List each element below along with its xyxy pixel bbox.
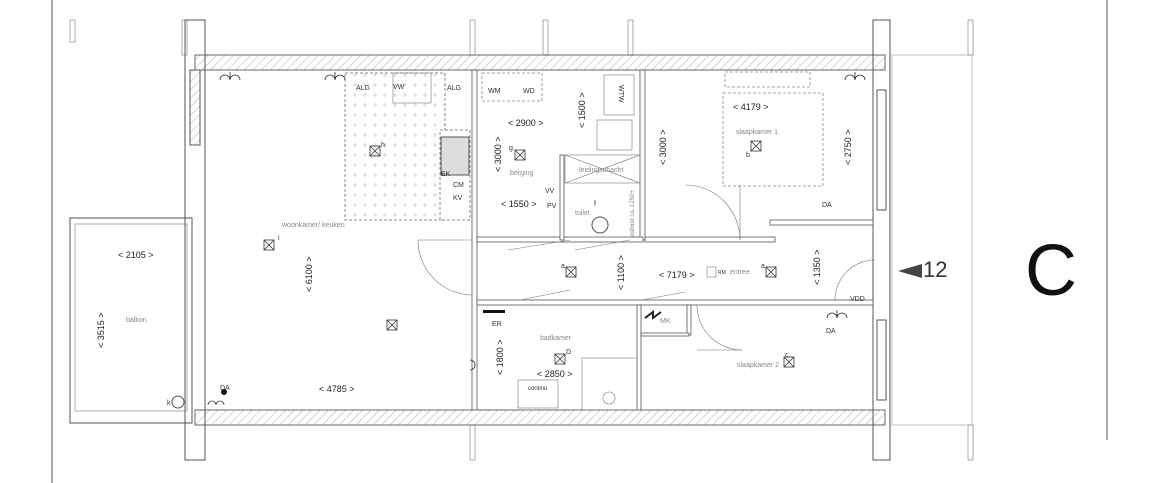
dim-4785: < 4785 >: [319, 384, 355, 394]
label-switch-k: k: [167, 400, 171, 407]
ceiling-light-icons: [263, 140, 795, 368]
room-label-bathroom: badkamer: [540, 335, 572, 342]
label-er: ER: [492, 321, 502, 328]
label-switch-c: c: [785, 352, 789, 359]
grid-axis-label: C: [1025, 231, 1077, 311]
doors: [417, 184, 876, 351]
dim-6100: < 6100 >: [304, 256, 314, 292]
east-window-1: [876, 89, 887, 211]
label-mk: MK: [660, 318, 671, 325]
washing-machine-space: [481, 72, 543, 102]
label-vv: VV: [545, 188, 555, 195]
continu-unit: [517, 379, 559, 409]
label-wd: WD: [523, 88, 535, 95]
dim-3515: < 3515 >: [96, 312, 106, 348]
label-switch-g: g: [509, 145, 513, 152]
section-marker-number: 12: [923, 257, 947, 282]
dim-2900: < 2900 >: [508, 118, 544, 128]
kitchen-floor: [344, 72, 446, 221]
dim-2850: < 2850 >: [537, 369, 573, 379]
bed: [722, 92, 824, 187]
label-alg: ALG: [447, 85, 461, 92]
room-label-balcony: balkon: [126, 317, 147, 324]
room-label-living: woonkamer/ keuken: [281, 222, 345, 229]
dim-2105: < 2105 >: [118, 250, 154, 260]
label-wm: WM: [488, 88, 501, 95]
east-facade: [872, 19, 891, 461]
er-bar: [483, 310, 505, 313]
rm-symbol-icon: [706, 266, 717, 278]
balcony-outline: [69, 217, 193, 424]
sink-icon: [392, 72, 432, 104]
dim-3000a: < 3000 >: [493, 136, 503, 172]
label-pv: PV: [547, 203, 557, 210]
toilet-bowl-icon: [591, 216, 609, 234]
room-label-entrance: entree: [730, 269, 750, 276]
east-window-2: [876, 319, 887, 401]
label-rm: RM: [718, 270, 726, 276]
dim-1100: < 1100 >: [616, 255, 626, 290]
label-alg: ALG: [356, 85, 370, 92]
label-switch-i: i: [278, 235, 280, 242]
dim-1500: < 1500 >: [577, 92, 587, 128]
pillows: [724, 71, 811, 88]
room-label-bedroom1: slaapkamer 1: [736, 129, 778, 136]
dim-1350: < 1350 >: [812, 249, 822, 285]
cooktop-icon: [440, 136, 470, 176]
label-switch-d: D: [566, 349, 571, 356]
da-dot-icon: [221, 389, 227, 395]
dim-4179: < 4179 >: [733, 102, 769, 112]
room-label-toilet: toilet: [575, 210, 590, 217]
label-da: DA: [822, 202, 832, 209]
label-ek: EK: [441, 171, 451, 178]
label-switch-f: f: [594, 201, 596, 208]
label-da: DA: [826, 328, 836, 335]
shaft-cross: [564, 154, 641, 184]
dim-1550: < 1550 >: [501, 199, 537, 209]
west-facade: [184, 19, 206, 461]
label-continu: continu: [528, 386, 547, 392]
label-cm: CM: [453, 182, 464, 189]
dim-3000b: < 3000 >: [658, 129, 668, 165]
label-vdd: VDD: [850, 296, 865, 303]
room-label-bedroom2: slaapkamer 2: [737, 362, 779, 369]
room-label-storage: berging: [510, 170, 533, 177]
label-switch-a: a: [561, 263, 565, 270]
west-facade-infill: [189, 69, 201, 146]
room-label-shaft: leidingschacht: [579, 167, 623, 174]
label-wtw: WTW: [617, 85, 624, 103]
label-switch-b: b: [746, 152, 750, 159]
wtw-unit: [596, 119, 633, 151]
meter-cabinet-icon: [644, 310, 662, 320]
section-arrow-icon: [898, 264, 922, 278]
south-wall: [194, 409, 886, 426]
rainwater-drain-icon: [171, 395, 185, 409]
east-gallery: [891, 54, 973, 426]
label-kv: KV: [453, 195, 463, 202]
label-da: DA: [220, 385, 230, 392]
socket-icons: [207, 72, 866, 406]
label-vw: VW: [393, 84, 405, 91]
shaft-box: [564, 154, 641, 184]
north-wall: [194, 54, 886, 71]
shower-area: [581, 357, 638, 411]
shower-drain-icon: [602, 391, 616, 405]
dim-7179: < 7179 >: [659, 270, 695, 280]
label-switch-h: h: [381, 142, 385, 149]
ceiling-height-note: plafond ca. 1250+: [630, 190, 636, 238]
boiler-unit: [603, 74, 635, 116]
dim-2750: < 2750 >: [843, 129, 853, 165]
dim-1800: < 1800 >: [495, 339, 505, 375]
label-switch-a: a: [761, 263, 765, 270]
balcony-inner: [74, 223, 188, 412]
